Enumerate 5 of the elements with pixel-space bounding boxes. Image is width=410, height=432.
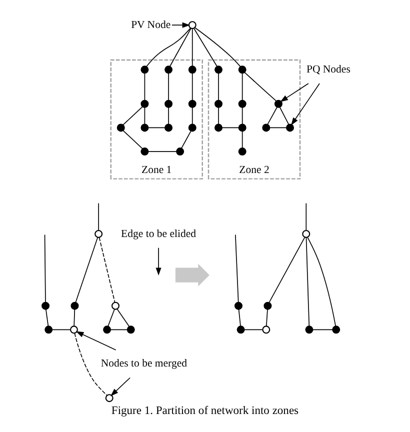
caption: Figure 1. Partition of network into zones — [111, 404, 299, 417]
node-text: PV Node — [131, 18, 171, 31]
node-text: PQ Nodes — [306, 64, 350, 76]
node-text: Nodes to be merged — [100, 358, 187, 370]
node-text: Edge to be elided — [121, 228, 196, 240]
